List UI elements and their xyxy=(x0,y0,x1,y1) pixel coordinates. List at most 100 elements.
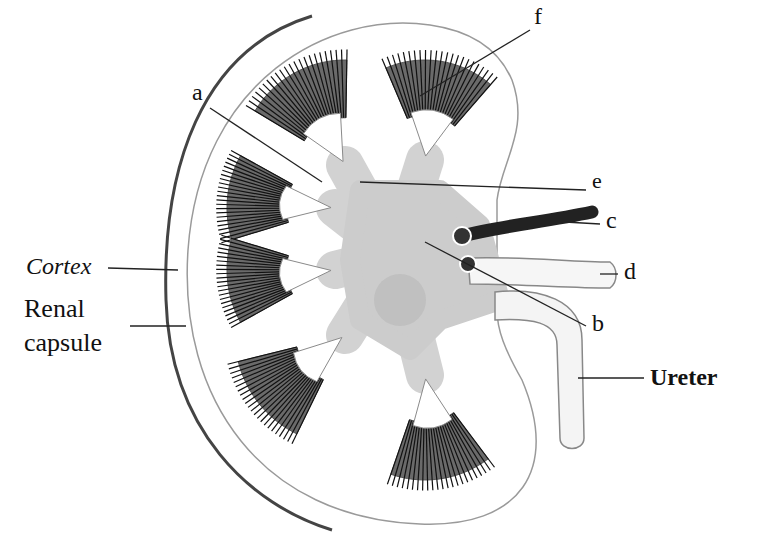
pyramid-stripe xyxy=(442,419,467,482)
pyramid-stripe xyxy=(346,50,347,118)
pyramid-stripe xyxy=(216,208,286,210)
pyramid-stripe xyxy=(221,284,288,304)
pyramid-stripe xyxy=(225,162,290,189)
pyramid-stripe xyxy=(229,154,292,186)
pyramid-stripe xyxy=(331,50,340,118)
leader-line xyxy=(578,377,644,378)
renal-pyramid xyxy=(246,50,347,162)
pyramid-stripe xyxy=(426,422,428,490)
leader-line xyxy=(108,268,178,270)
pyramid-stripe xyxy=(437,421,454,487)
pyramid-stripe xyxy=(216,272,286,274)
part-letter: b xyxy=(592,309,604,338)
renal-papilla xyxy=(294,338,342,382)
pyramid-stripe xyxy=(450,415,486,473)
pyramid-stripe xyxy=(219,280,288,295)
renal-vein-tube xyxy=(468,258,616,288)
part-letter: a xyxy=(192,78,203,107)
pyramid-stripe xyxy=(252,96,307,137)
part-letter: f xyxy=(534,2,542,31)
pyramid-stripe xyxy=(216,273,286,278)
part-letter: d xyxy=(624,257,636,286)
pyramid-stripe xyxy=(382,59,407,119)
part-label: Ureter xyxy=(650,363,718,392)
pyramid-stripe xyxy=(420,50,423,115)
pyramid-stripe xyxy=(220,239,288,257)
pyramid-stripe xyxy=(249,101,306,139)
part-label: Cortex xyxy=(26,252,91,281)
pyramid-stripe xyxy=(387,420,409,485)
pyramid-stripe xyxy=(229,349,298,369)
leader-line xyxy=(425,242,586,326)
renal-artery xyxy=(462,212,592,236)
pyramid-stripe xyxy=(414,51,420,116)
leader-line xyxy=(420,30,530,96)
part-label: Renal capsule xyxy=(24,292,149,360)
pyramid-stripe xyxy=(272,374,315,431)
renal-papilla xyxy=(279,259,331,293)
pyramid-stripe xyxy=(453,73,493,124)
pyramid-stripe xyxy=(222,170,289,192)
leader-line xyxy=(210,108,322,182)
leader-line xyxy=(360,182,586,190)
pyramid-stripe xyxy=(243,361,304,399)
leader-line xyxy=(565,222,600,224)
pyramid-stripe xyxy=(441,57,464,118)
pyramid-stripe xyxy=(423,422,424,490)
pyramid-stripe xyxy=(453,413,494,468)
renal-pyramid xyxy=(216,150,331,242)
pyramid-stripe xyxy=(240,360,302,396)
pyramid-stripe xyxy=(231,294,292,328)
pyramid-stripe xyxy=(451,70,488,123)
pyramid-stripe xyxy=(219,244,287,260)
part-letter: e xyxy=(592,168,602,194)
pyramid-stripe xyxy=(393,55,412,117)
pyramid-stripe xyxy=(255,92,308,135)
pyramid-stripe xyxy=(221,235,288,256)
pyramid-stripe xyxy=(446,417,477,478)
pyramid-stripe xyxy=(392,420,411,485)
ureter-tube xyxy=(495,291,584,449)
pyramid-stripe xyxy=(216,204,286,206)
renal-papilla xyxy=(411,110,453,156)
part-letter: c xyxy=(606,206,617,235)
renal-pyramids xyxy=(216,50,497,491)
pelvis-shade xyxy=(374,274,426,326)
renal-pyramid xyxy=(382,50,497,156)
pyramid-stripe xyxy=(289,64,322,124)
pyramid-stripe xyxy=(229,292,292,324)
leader-line xyxy=(130,325,186,326)
pyramid-stripe xyxy=(216,269,286,271)
pyramid-stripe xyxy=(455,77,498,126)
pyramid-stripe xyxy=(314,54,332,120)
vessel-opening xyxy=(453,227,471,245)
renal-pyramid xyxy=(228,338,342,444)
pyramid-stripe xyxy=(430,422,438,490)
pyramid-stripe xyxy=(216,210,286,213)
leader-line xyxy=(600,273,618,274)
pyramid-stripe xyxy=(299,59,326,122)
pyramid-stripe xyxy=(230,351,298,374)
leader-lines xyxy=(108,30,644,378)
pyramid-stripe xyxy=(228,347,297,364)
pyramid-stripe xyxy=(261,370,311,421)
renal-papilla xyxy=(303,113,343,161)
renal-papilla xyxy=(413,379,452,428)
pyramid-stripe xyxy=(452,414,491,470)
pyramid-stripe xyxy=(227,158,291,187)
pyramid-stripe xyxy=(264,372,312,425)
renal-pyramid xyxy=(387,379,494,491)
pyramid-stripe xyxy=(275,73,316,127)
pyramid-stripe xyxy=(409,51,419,115)
renal-pyramid xyxy=(216,235,331,327)
pyramid-stripe xyxy=(336,50,341,118)
pyramid-stripe xyxy=(219,219,287,235)
pyramid-stripe xyxy=(342,50,344,118)
pyramid-stripe xyxy=(428,422,433,490)
pyramid-stripe xyxy=(425,50,427,115)
pyramid-stripe xyxy=(439,55,459,117)
pyramid-stripe xyxy=(271,76,315,128)
pyramid-stripe xyxy=(231,150,292,184)
pyramid-stripe xyxy=(219,183,288,198)
